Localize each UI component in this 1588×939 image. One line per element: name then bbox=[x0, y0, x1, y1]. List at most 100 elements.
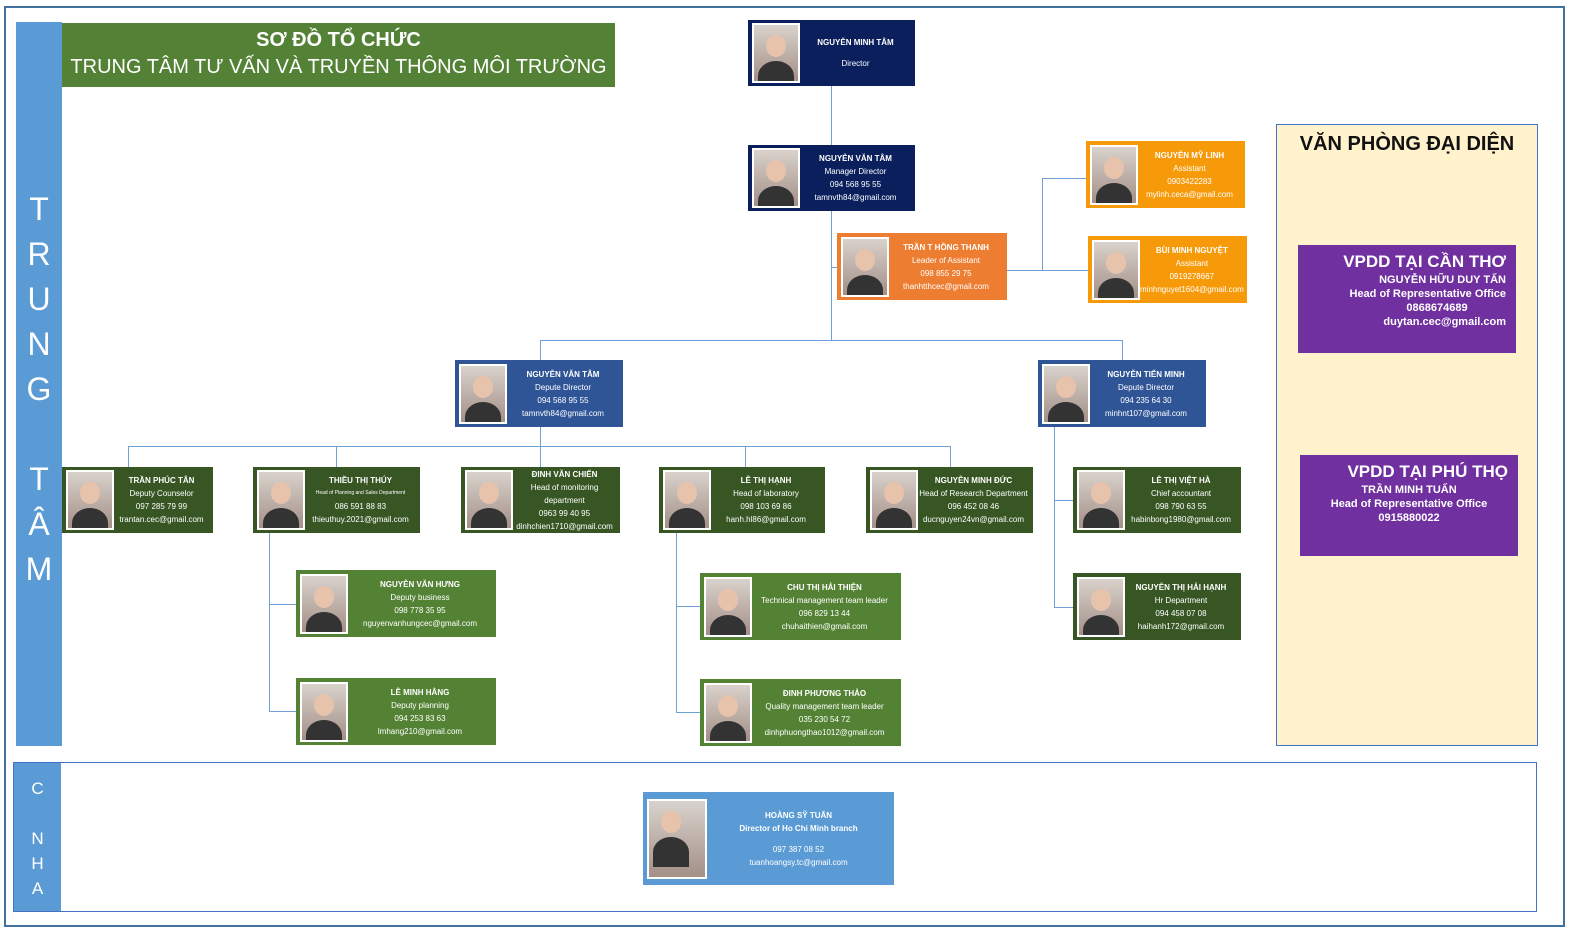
person-role: Chief accountant bbox=[1150, 489, 1212, 498]
card-text: CHU THỊ HẢI THIỆN Technical management te… bbox=[752, 581, 897, 633]
office-role: Head of Representative Office bbox=[1330, 498, 1488, 510]
connector-line bbox=[336, 446, 337, 467]
person-role: Depute Director bbox=[1117, 382, 1175, 392]
connector-line bbox=[1007, 270, 1088, 271]
person-name: ĐINH VĂN CHIẾN bbox=[531, 469, 598, 479]
person-phone: 094 568 95 55 bbox=[537, 395, 589, 405]
person-email: minhnguyet1604@gmail.com bbox=[1140, 284, 1244, 294]
avatar bbox=[647, 798, 707, 879]
person-email: minhnt107@gmail.com bbox=[1105, 408, 1187, 418]
person-email: lmhang210@gmail.com bbox=[377, 726, 463, 736]
person-email: thieuthuy.2021@gmail.com bbox=[312, 515, 409, 524]
side-letter: U bbox=[27, 281, 51, 317]
office-name: VPDD TẠI CẦN THƠ bbox=[1343, 252, 1506, 271]
person-role: Hr Department bbox=[1154, 595, 1208, 605]
person-email: tuanhoangsy.tc@gmail.com bbox=[749, 857, 848, 867]
person-name: HOÀNG SỸ TUẤN bbox=[764, 810, 833, 820]
person-email: tamnvth84@gmail.com bbox=[814, 193, 897, 202]
person-phone: 094 253 83 63 bbox=[394, 713, 446, 723]
avatar bbox=[300, 573, 348, 634]
connector-line bbox=[1054, 500, 1073, 501]
person-role: Technical management team leader bbox=[761, 595, 888, 605]
connector-line bbox=[269, 604, 296, 605]
office-person: NGUYỄN HỮU DUY TẤN bbox=[1379, 274, 1506, 286]
person-role: Quality management team leader bbox=[765, 701, 884, 711]
office-can-tho: VPDD TẠI CẦN THƠ NGUYỄN HỮU DUY TẤN Head… bbox=[1298, 245, 1516, 353]
person-name: NGUYỄN THỊ HẢI HẠNH bbox=[1135, 582, 1227, 592]
person-name: CHU THỊ HẢI THIỆN bbox=[787, 582, 862, 592]
office-role: Head of Representative Office bbox=[1349, 288, 1507, 300]
avatar bbox=[870, 470, 918, 530]
person-name: LÊ THỊ HẠNH bbox=[740, 476, 792, 485]
person-phone: 098 103 69 86 bbox=[740, 502, 792, 511]
side-letter: N bbox=[31, 829, 44, 848]
person-phone: 035 230 54 72 bbox=[798, 714, 851, 724]
connector-line bbox=[1042, 178, 1043, 270]
person-name: LÊ MINH HẰNG bbox=[390, 687, 450, 697]
avatar bbox=[663, 470, 711, 530]
office-person: TRẦN MINH TUẤN bbox=[1361, 484, 1457, 496]
person-name: NGUYỄN VĂN HƯNG bbox=[380, 579, 460, 589]
person-name: BÙI MINH NGUYỆT bbox=[1155, 245, 1228, 255]
connector-line bbox=[1054, 427, 1055, 607]
person-name: TRẦN T HỒNG THANH bbox=[903, 242, 989, 252]
connector-line bbox=[540, 427, 541, 446]
side-letter: T bbox=[29, 191, 49, 227]
outer-frame bbox=[4, 6, 1565, 927]
person-role: Head of Research Department bbox=[919, 489, 1028, 498]
person-email: hanh.hl86@gmail.com bbox=[726, 515, 806, 524]
person-email: habinbong1980@gmail.com bbox=[1131, 515, 1231, 524]
card-text: LÊ MINH HẰNG Deputy planning 094 253 83 63… bbox=[348, 686, 492, 738]
person-phone: 096 829 13 44 bbox=[798, 608, 851, 618]
rep-offices-heading: VĂN PHÒNG ĐẠI DIỆN bbox=[1299, 133, 1515, 155]
connector-line bbox=[269, 533, 270, 711]
connector-line bbox=[1122, 340, 1123, 360]
person-role: Assistant bbox=[1175, 258, 1209, 268]
connector-line bbox=[1054, 607, 1073, 608]
person-name: TRẦN PHÚC TÂN bbox=[128, 476, 195, 485]
person-role: Deputy planning bbox=[391, 700, 449, 710]
avatar bbox=[1092, 239, 1140, 300]
side-letter: C bbox=[31, 779, 44, 798]
person-name: NGUYỄN TIẾN MINH bbox=[1107, 369, 1185, 379]
person-email: ducnguyen24vn@gmail.com bbox=[922, 515, 1025, 524]
connector-line bbox=[831, 267, 837, 268]
person-role: Head of Planning and Sales Department bbox=[315, 490, 406, 496]
person-email: chuhaithien@gmail.com bbox=[781, 621, 868, 631]
person-phone: 0963 99 40 95 bbox=[538, 508, 591, 518]
person-phone: 0903422283 bbox=[1167, 176, 1212, 186]
connector-line bbox=[128, 446, 950, 447]
connector-line bbox=[831, 211, 832, 340]
side-letter: G bbox=[26, 371, 52, 407]
office-phu-tho: VPDD TẠI PHÚ THỌ TRẦN MINH TUẤN Head of … bbox=[1300, 455, 1518, 556]
office-phone: 0868674689 bbox=[1406, 302, 1468, 314]
person-email: nguyenvanhungcec@gmail.com bbox=[363, 618, 477, 628]
avatar bbox=[1042, 363, 1090, 424]
person-phone: 096 452 08 46 bbox=[947, 502, 1000, 511]
connector-line bbox=[676, 712, 700, 713]
connector-line bbox=[540, 446, 541, 467]
person-phone: 094 568 95 55 bbox=[829, 180, 882, 189]
connector-line bbox=[676, 533, 677, 712]
person-role: Deputy business bbox=[390, 592, 450, 602]
person-role: Director bbox=[841, 59, 870, 68]
person-email: haihanh172@gmail.com bbox=[1137, 621, 1225, 631]
